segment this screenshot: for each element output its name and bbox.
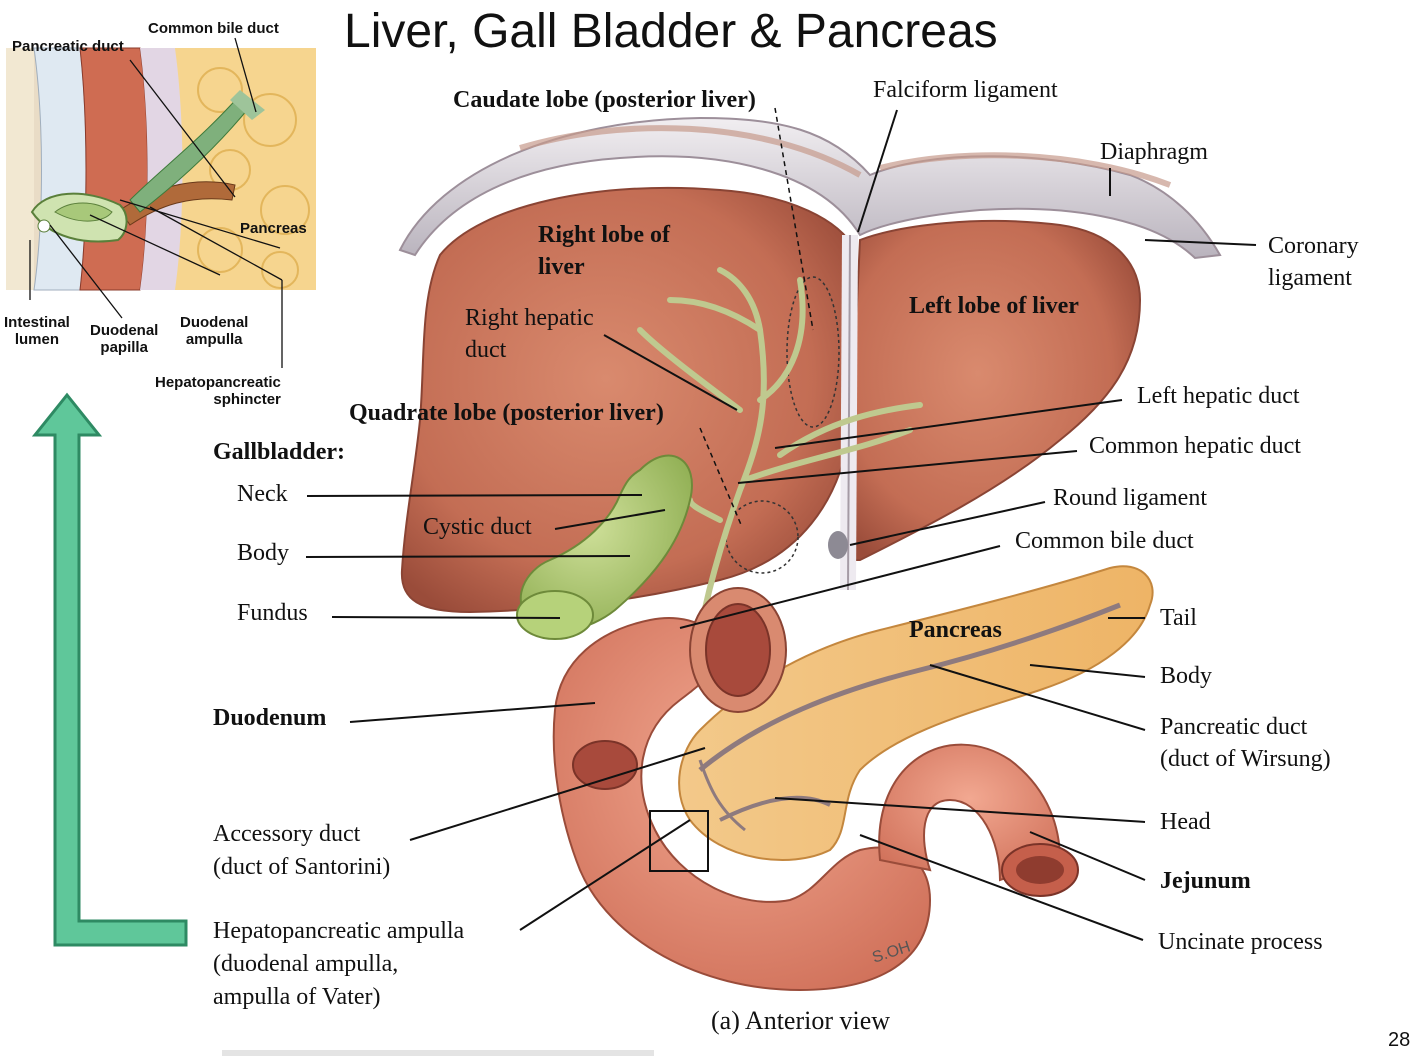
- label-uncinate-process: Uncinate process: [1158, 929, 1323, 955]
- inset-label-duodenal-ampulla: Duodenal ampulla: [180, 314, 249, 348]
- label-tail: Tail: [1160, 605, 1197, 631]
- label-neck: Neck: [237, 481, 288, 507]
- inset-label-pancreatic-duct: Pancreatic duct: [12, 38, 124, 55]
- slide-title: Liver, Gall Bladder & Pancreas: [344, 5, 998, 58]
- figure-caption: (a) Anterior view: [711, 1006, 891, 1035]
- label-cystic-duct: Cystic duct: [423, 514, 532, 540]
- label-accessory-duct-2: (duct of Santorini): [213, 854, 391, 880]
- label-gallbladder: Gallbladder:: [213, 439, 346, 465]
- inset-panel: Common bile duct Pancreatic duct Pancrea…: [0, 0, 316, 410]
- inset-label-intestinal-lumen: Intestinal lumen: [4, 314, 70, 348]
- label-body-gallbladder: Body: [237, 540, 290, 566]
- inset-label-pancreas: Pancreas: [240, 220, 307, 237]
- label-body-pancreas: Body: [1160, 663, 1213, 689]
- inset-label-duodenal-papilla: Duodenal papilla: [90, 322, 159, 356]
- label-jejunum: Jejunum: [1160, 868, 1251, 894]
- green-arrow-icon: [31, 392, 188, 947]
- label-caudate-lobe: Caudate lobe (posterior liver): [453, 87, 756, 113]
- label-hepatopancreatic-ampulla-1: Hepatopancreatic ampulla: [213, 918, 465, 944]
- label-right-hepatic-duct-2: duct: [465, 337, 507, 363]
- page-number: 28: [1388, 1029, 1411, 1051]
- label-head: Head: [1160, 809, 1211, 835]
- label-common-bile-duct: Common bile duct: [1015, 528, 1194, 554]
- label-round-ligament: Round ligament: [1053, 485, 1207, 511]
- diaphragm-shape: [398, 116, 1222, 260]
- label-quadrate-lobe: Quadrate lobe (posterior liver): [349, 400, 664, 426]
- label-pancreas: Pancreas: [909, 617, 1002, 643]
- label-falciform-ligament: Falciform ligament: [873, 77, 1058, 103]
- label-diaphragm: Diaphragm: [1100, 139, 1208, 165]
- label-right-hepatic-duct-1: Right hepatic: [465, 305, 594, 331]
- liver-right-lobe-shape: [400, 186, 857, 614]
- label-right-lobe-1: Right lobe of: [538, 222, 670, 248]
- inset-label-hepatopancreatic-sphincter: Hepatopancreatic sphincter: [155, 374, 281, 408]
- pancreas-shape: [678, 565, 1154, 861]
- label-right-lobe-2: liver: [538, 254, 585, 280]
- label-fundus: Fundus: [237, 600, 308, 626]
- label-coronary-ligament-2: ligament: [1268, 265, 1352, 291]
- label-hepatopancreatic-ampulla-2: (duodenal ampulla,: [213, 951, 399, 977]
- inset-illustration: [6, 37, 316, 368]
- label-hepatopancreatic-ampulla-3: ampulla of Vater): [213, 984, 381, 1010]
- label-pancreatic-duct-1: Pancreatic duct: [1160, 714, 1308, 740]
- label-left-hepatic-duct: Left hepatic duct: [1137, 383, 1300, 409]
- label-left-lobe: Left lobe of liver: [909, 293, 1079, 319]
- label-accessory-duct-1: Accessory duct: [213, 821, 361, 847]
- label-coronary-ligament-1: Coronary: [1268, 233, 1359, 259]
- label-common-hepatic-duct: Common hepatic duct: [1089, 433, 1301, 459]
- label-duodenum: Duodenum: [213, 705, 327, 731]
- label-pancreatic-duct-2: (duct of Wirsung): [1160, 746, 1331, 772]
- inset-label-common-bile-duct: Common bile duct: [148, 20, 279, 37]
